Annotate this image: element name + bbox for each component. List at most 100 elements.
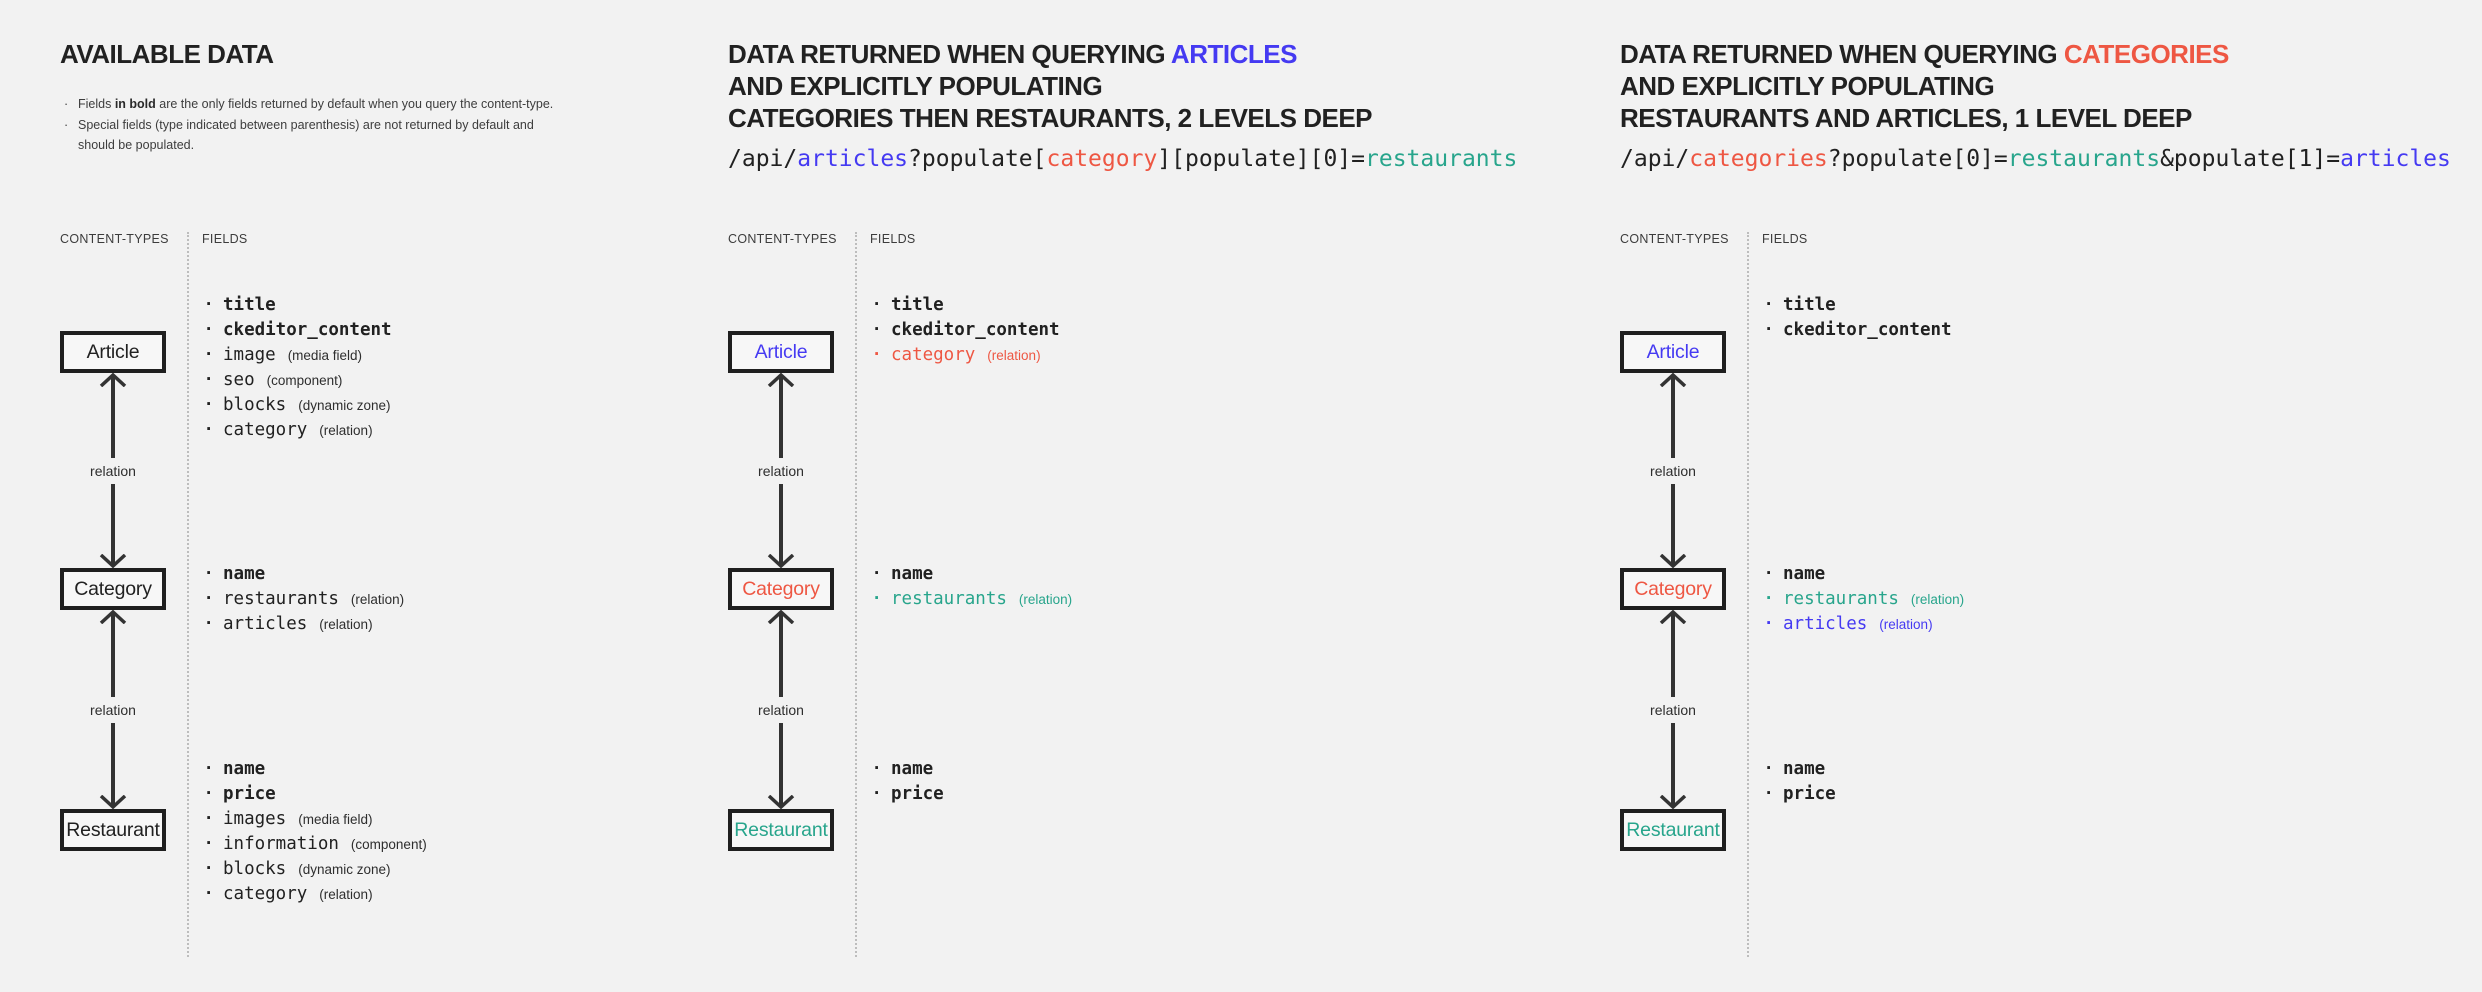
- field-name: price: [223, 784, 276, 804]
- title-line: CATEGORIES THEN RESTAURANTS, 2 LEVELS DE…: [728, 102, 1373, 134]
- title-segment: CATEGORIES: [2063, 39, 2229, 69]
- bullet-icon: ·: [206, 833, 213, 854]
- field-item: ·price: [206, 781, 427, 806]
- box-label: Category: [74, 577, 152, 600]
- field-note: (relation): [319, 617, 373, 632]
- field-item: ·articles(relation): [206, 611, 404, 636]
- code-segment: category: [1046, 146, 1158, 172]
- code-segment: articles: [2340, 146, 2451, 172]
- bullet-icon: ·: [1766, 613, 1773, 634]
- title-segment: DATA RETURNED WHEN QUERYING: [728, 39, 1171, 69]
- content-type-box-category: Category: [1620, 568, 1726, 610]
- note-segment: Fields: [78, 97, 115, 111]
- connector-line: [779, 722, 783, 805]
- field-item: ·information(component): [206, 831, 427, 856]
- field-name: name: [891, 759, 934, 779]
- title-line: AND EXPLICITLY POPULATING: [728, 70, 1372, 102]
- field-name: restaurants: [223, 589, 339, 609]
- field-name: name: [1783, 759, 1826, 779]
- title-segment: AVAILABLE DATA: [60, 39, 274, 69]
- bullet-icon: ·: [206, 319, 213, 340]
- field-note: (relation): [1879, 617, 1933, 632]
- bullet-icon: ·: [206, 613, 213, 634]
- fields-label: FIELDS: [1762, 232, 1808, 246]
- field-name: blocks: [223, 395, 287, 415]
- bullet-icon: ·: [206, 369, 213, 390]
- bullet-icon: ·: [206, 808, 213, 829]
- field-name: title: [1783, 295, 1836, 315]
- field-name: title: [223, 295, 276, 315]
- bullet-icon: ·: [206, 883, 213, 904]
- note-segment: in bold: [114, 97, 156, 111]
- field-item: ·title: [874, 292, 1060, 317]
- title-line: DATA RETURNED WHEN QUERYING ARTICLES: [728, 38, 1372, 70]
- connector-line: [779, 377, 783, 458]
- field-name: name: [223, 564, 266, 584]
- bullet-icon: ·: [874, 319, 881, 340]
- box-label: Article: [754, 340, 808, 363]
- title-line: AND EXPLICITLY POPULATING: [1620, 70, 2229, 102]
- box-label: Article: [1646, 340, 1700, 363]
- arrow-down-icon: [99, 554, 127, 568]
- field-name: seo: [223, 370, 255, 390]
- field-item: ·restaurants(relation): [874, 586, 1072, 611]
- content-type-box-article: Article: [1620, 331, 1726, 373]
- field-item: ·blocks(dynamic zone): [206, 392, 392, 417]
- code-segment: categories: [1689, 146, 1828, 172]
- connector-line: [111, 614, 115, 697]
- bullet-icon: ·: [1766, 294, 1773, 315]
- divider-dotted: [855, 232, 857, 957]
- field-name: image: [223, 345, 276, 365]
- field-item: · ckeditor_content: [874, 317, 1060, 342]
- arrow-up-icon: [1659, 610, 1687, 624]
- field-name: restaurants: [1783, 589, 1899, 609]
- connector-line: [1671, 722, 1675, 805]
- field-item: ·price: [874, 781, 944, 806]
- relation-connector: relation: [90, 373, 136, 568]
- connector-line: [1671, 614, 1675, 697]
- api-code: /api/articles?populate[category][populat…: [728, 146, 1517, 172]
- content-type-box-article: Article: [728, 331, 834, 373]
- box-label: Category: [1634, 577, 1712, 600]
- code-segment: /api/: [1620, 146, 1690, 172]
- relation-connector: relation: [90, 610, 136, 809]
- field-item: ·seo(component): [206, 367, 392, 392]
- content-type-box-restaurant: Restaurant: [728, 809, 834, 851]
- title-line: RESTAURANTS AND ARTICLES, 1 LEVEL DEEP: [1620, 102, 2229, 134]
- content-type-box-article: Article: [60, 331, 166, 373]
- bullet-icon: ·: [874, 783, 881, 804]
- field-item: ·name: [874, 756, 944, 781]
- field-note: (relation): [350, 592, 405, 607]
- field-note: (relation): [319, 887, 373, 902]
- bullet-icon: ·: [1766, 588, 1773, 609]
- content-types-label: CONTENT-TYPES: [728, 232, 837, 246]
- fields-list: ·name·restaurants(relation)·articles(rel…: [1766, 561, 1964, 636]
- field-note: (media field): [298, 812, 373, 827]
- content-types-label: CONTENT-TYPES: [1620, 232, 1729, 246]
- connector-line: [111, 377, 115, 458]
- field-item: · title: [1766, 292, 1952, 317]
- note-item: ·Fields in bold are the only fields retu…: [64, 94, 584, 115]
- title-line: AVAILABLE DATA: [60, 38, 274, 70]
- relation-connector: relation: [1650, 610, 1696, 809]
- field-name: ckeditor_content: [223, 320, 392, 340]
- bullet-icon: ·: [206, 419, 213, 440]
- field-item: ·image(media field): [206, 342, 392, 367]
- fields-list: ·name·restaurants(relation): [874, 561, 1072, 611]
- field-name: name: [1783, 564, 1826, 584]
- relation-connector: relation: [1650, 373, 1696, 568]
- column-available-data: AVAILABLE DATA ·Fields in bold are the o…: [60, 0, 700, 992]
- relation-label: relation: [758, 462, 804, 479]
- note-segment: Special fields (type indicated between p…: [78, 117, 534, 153]
- field-name: ckeditor_content: [891, 320, 1060, 340]
- field-item: · title: [206, 292, 392, 317]
- bullet-icon: ·: [206, 294, 213, 315]
- diagram: CONTENT-TYPES FIELDS Article·title·ckedi…: [728, 232, 1608, 960]
- field-item: ·blocks(dynamic zone): [206, 856, 427, 881]
- field-item: ·name: [1766, 561, 1964, 586]
- field-item: · ckeditor_content: [206, 317, 392, 342]
- bullet-icon: ·: [206, 344, 213, 365]
- diagram: CONTENT-TYPES FIELDS Article·title·ckedi…: [1620, 232, 2480, 960]
- relation-label: relation: [1650, 701, 1696, 718]
